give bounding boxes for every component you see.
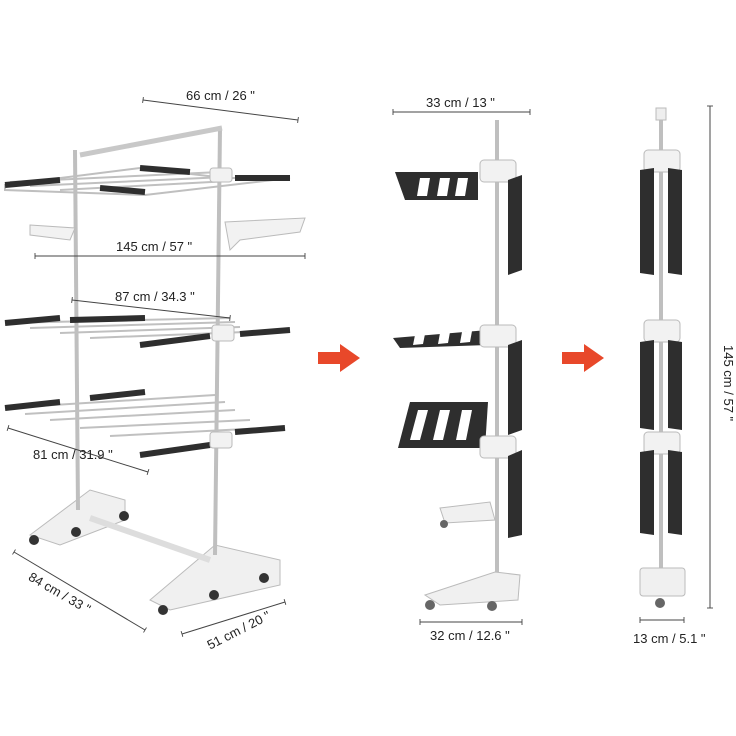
folded-arm xyxy=(508,175,522,275)
base-foot xyxy=(439,501,496,524)
base-foot xyxy=(423,571,521,606)
dimension-lines-middle xyxy=(392,109,531,625)
closed-drying-rack xyxy=(639,107,686,608)
base-foot xyxy=(639,567,686,597)
side-wing-right xyxy=(224,217,306,252)
dimension-folded-base-width: 32 cm / 12.6 " xyxy=(430,628,510,643)
folded-arm xyxy=(508,450,522,538)
arrow-right-icon xyxy=(318,344,360,372)
dimension-folded-top-width: 33 cm / 13 " xyxy=(426,95,495,110)
dimension-closed-depth: 13 cm / 5.1 " xyxy=(633,631,706,646)
shelf-bottom xyxy=(4,389,286,458)
wheel xyxy=(259,573,269,583)
top-bar xyxy=(79,125,223,158)
open-drying-rack xyxy=(4,125,306,615)
dimension-lines-left xyxy=(6,96,306,637)
arrow-right-icon xyxy=(562,344,604,372)
base-crossbar xyxy=(89,515,211,563)
wheel xyxy=(425,600,435,610)
dimension-height: 145 cm / 57 " xyxy=(721,345,736,422)
shelf-top xyxy=(4,165,291,197)
dimension-shelf-depth: 81 cm / 31.9 " xyxy=(33,447,113,462)
base-foot-left xyxy=(28,489,126,546)
wheel xyxy=(158,605,168,615)
folded-arm xyxy=(508,340,522,435)
wheel xyxy=(29,535,39,545)
dimension-full-width: 145 cm / 57 " xyxy=(116,239,193,254)
side-wing-left xyxy=(29,224,76,241)
wheel xyxy=(71,527,81,537)
shelf-middle xyxy=(4,315,291,348)
folding-drying-rack xyxy=(393,120,522,611)
wheel xyxy=(209,590,219,600)
dimension-inner-width: 87 cm / 34.3 " xyxy=(115,289,195,304)
wheel xyxy=(440,520,448,528)
wheel xyxy=(119,511,129,521)
dimension-top-width: 66 cm / 26 " xyxy=(186,88,255,103)
dimension-lines-right xyxy=(639,105,713,623)
wheel xyxy=(487,601,497,611)
wheel xyxy=(655,598,665,608)
